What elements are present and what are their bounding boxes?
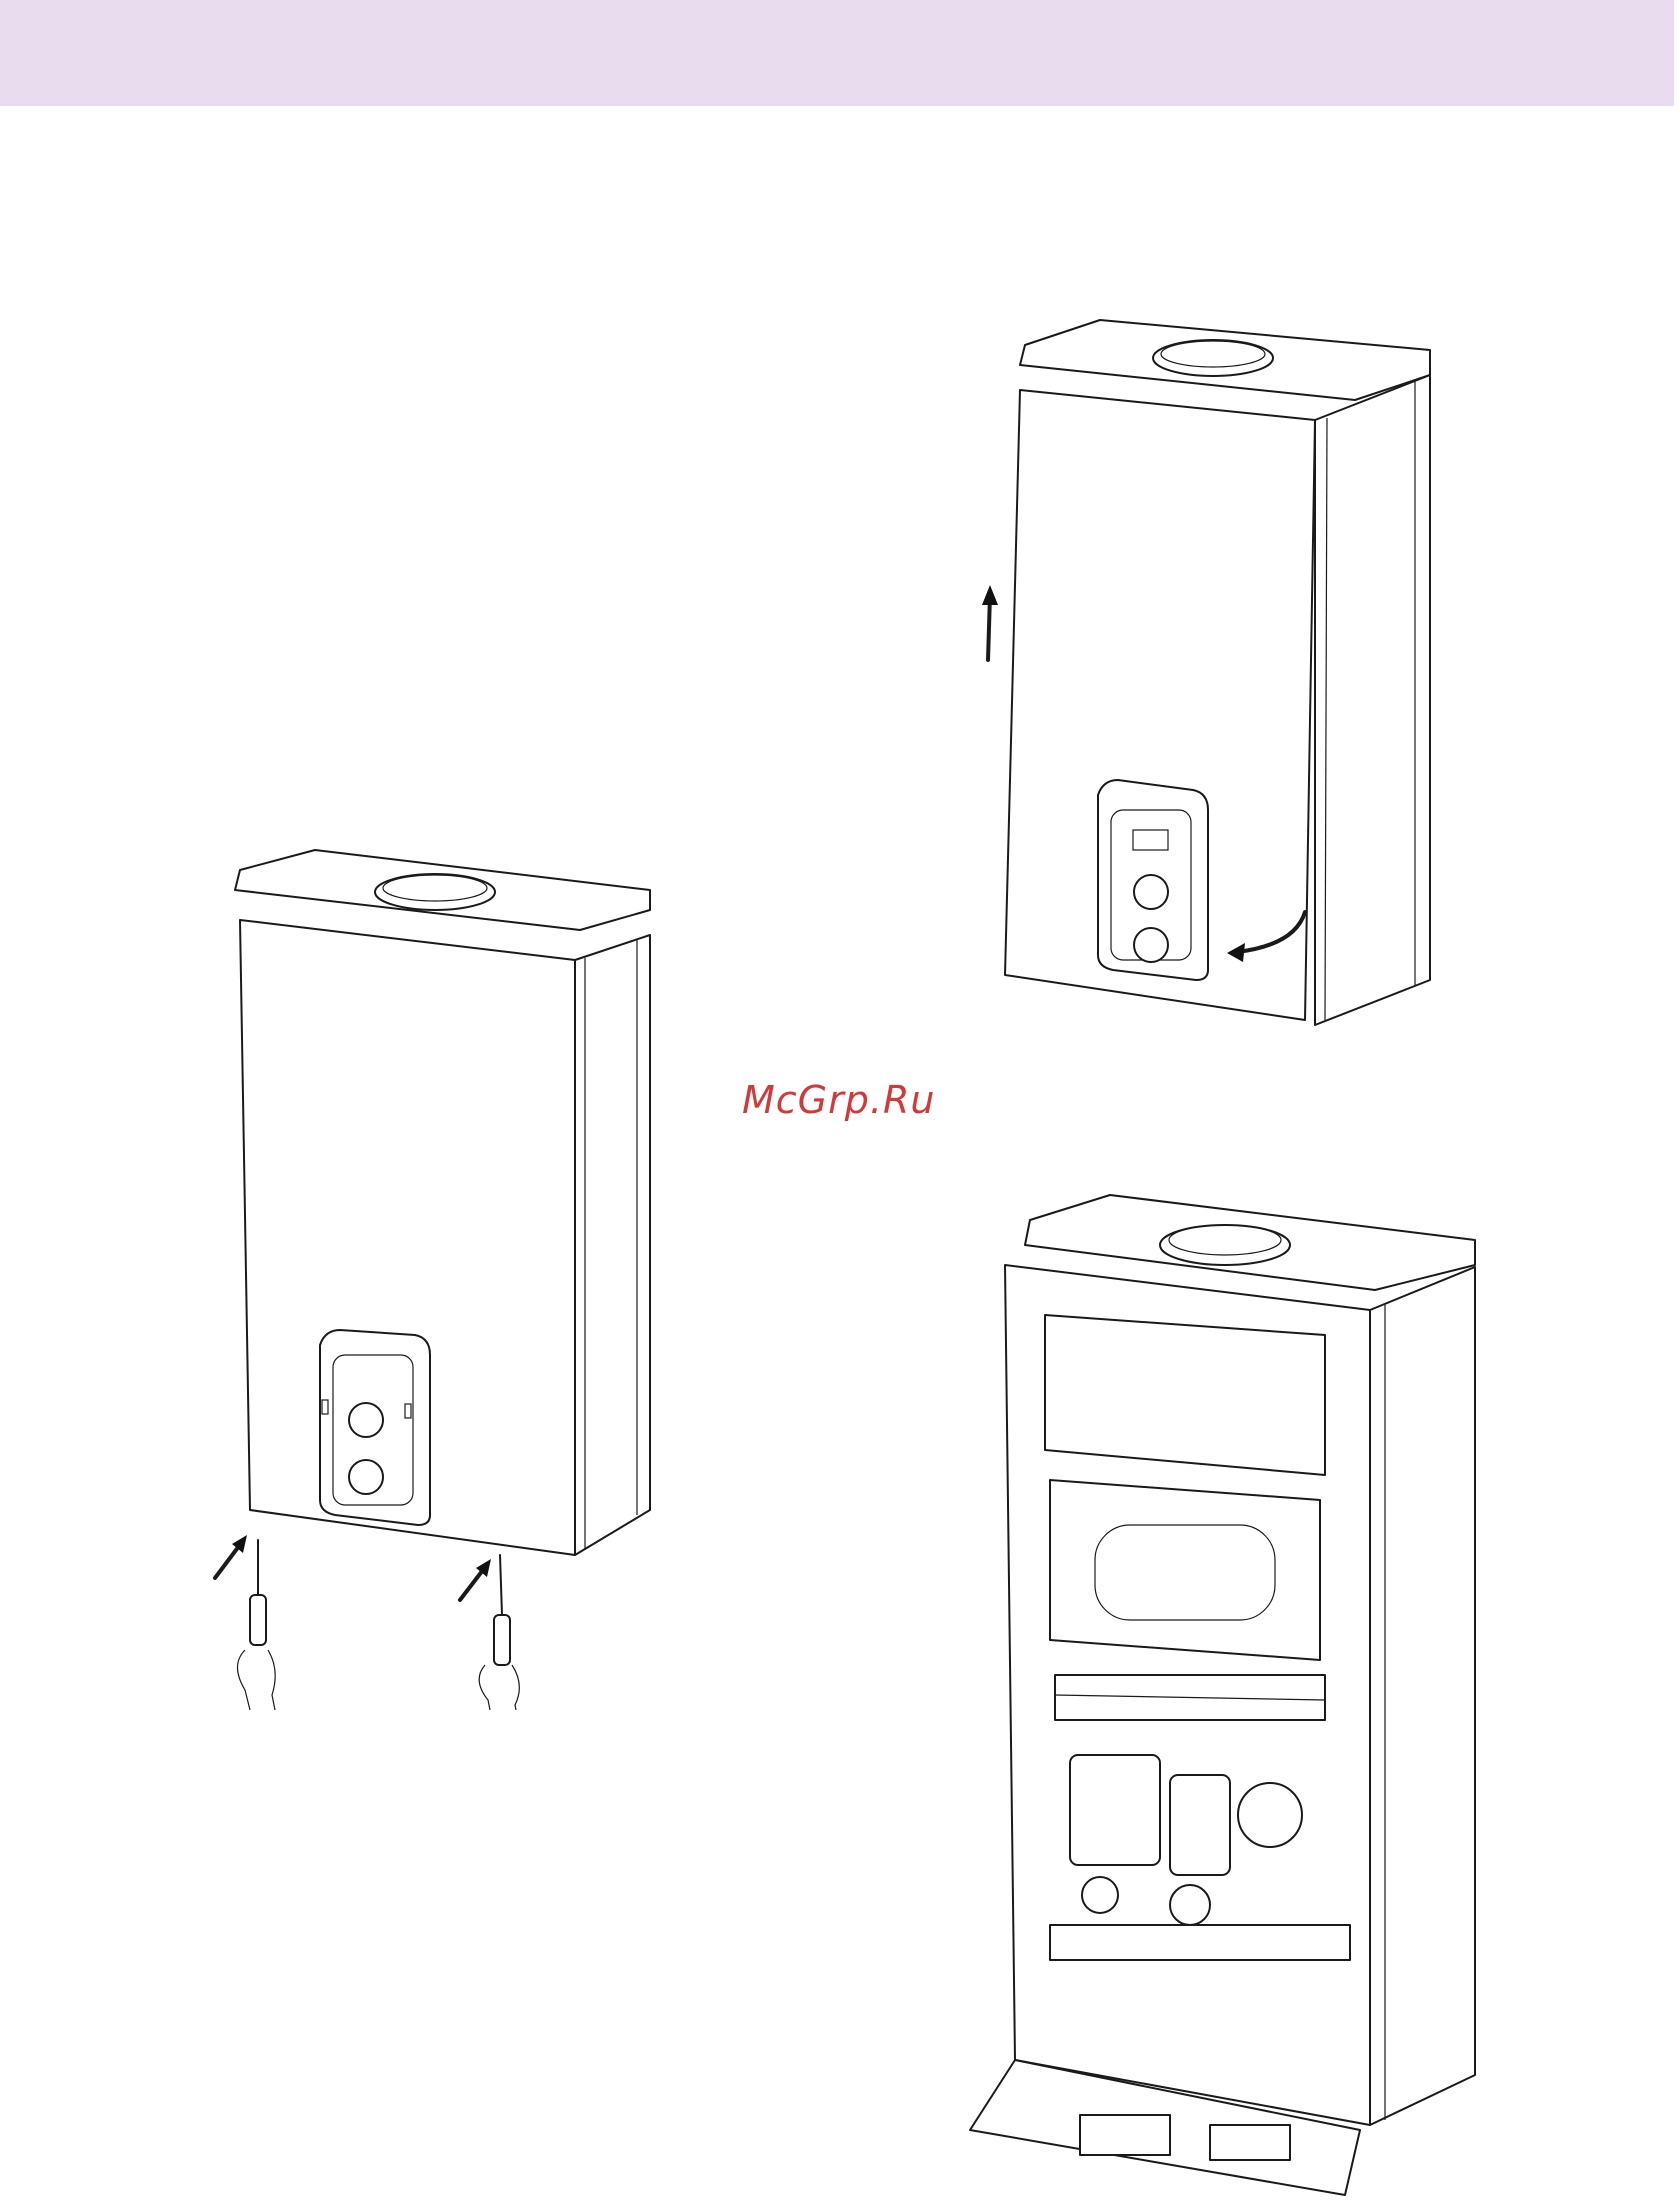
- screwdriver-left-icon: [238, 1540, 276, 1710]
- boiler-casing-icon: [1005, 375, 1430, 1025]
- boiler-top-icon: [1020, 320, 1430, 400]
- boiler-casing-icon: [240, 920, 650, 1555]
- header-band: [0, 0, 1674, 106]
- boiler-lifting-figure: [975, 320, 1455, 1040]
- screwdriver-right-icon: [479, 1555, 519, 1710]
- boiler-open-figure: [960, 1195, 1540, 2195]
- burner-icon: [1055, 1675, 1325, 1720]
- arrow-up-icon: [982, 585, 998, 660]
- control-panel-icon: [320, 1330, 430, 1525]
- boiler-closed-figure: [190, 850, 670, 1710]
- arrow-up-right-icon: [215, 1535, 247, 1578]
- watermark-text: McGrp.Ru: [742, 1078, 935, 1122]
- arrow-up-right-icon: [460, 1559, 491, 1600]
- boiler-top-icon: [235, 850, 650, 930]
- control-panel-icon: [1098, 780, 1208, 980]
